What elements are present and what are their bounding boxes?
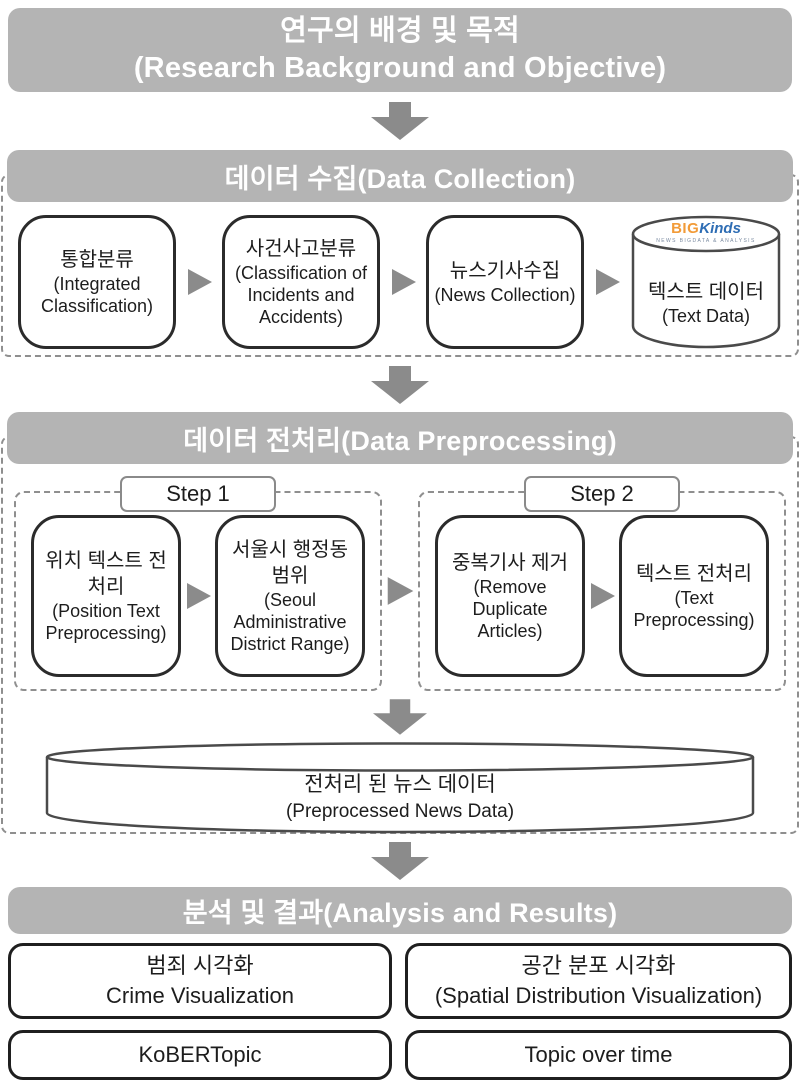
right-arrow-icon bbox=[391, 269, 416, 295]
node-korean-label: 통합분류 bbox=[60, 248, 134, 271]
node-english-label: (Text Preprocessing) bbox=[633, 587, 755, 630]
cylinder-shape bbox=[631, 215, 781, 349]
node-english-label: (Classification of Incidents and Acciden… bbox=[234, 262, 368, 328]
result-box-crime-visualization: 범죄 시각화 Crime Visualization bbox=[8, 943, 392, 1019]
db-english-label: (Preprocessed News Data) bbox=[285, 800, 515, 822]
node-integrated-classification: 통합분류 (Integrated Classification) bbox=[18, 215, 176, 349]
node-incident-classification: 사건사고분류 (Classification of Incidents and … bbox=[222, 215, 380, 349]
node-english-label: (Integrated Classification) bbox=[40, 273, 154, 316]
data-preprocessing-section: 데이터 전처리(Data Preprocessing) Step 1 위치 텍스… bbox=[0, 412, 800, 835]
text-data-database-cylinder: BIGKinds NEWS BIGDATA & ANALYSIS 텍스트 데이터… bbox=[630, 214, 782, 350]
db-korean-label: 텍스트 데이터 bbox=[648, 280, 764, 303]
node-english-label: (News Collection) bbox=[434, 284, 576, 305]
title-english: (Research Background and Objective) bbox=[133, 52, 667, 84]
data-preprocessing-banner: 데이터 전처리(Data Preprocessing) bbox=[7, 412, 793, 464]
down-arrow-icon bbox=[371, 366, 429, 404]
title-banner: 연구의 배경 및 목적 (Research Background and Obj… bbox=[8, 8, 792, 92]
down-arrow-icon bbox=[373, 699, 427, 735]
node-korean-label: 사건사고분류 bbox=[245, 237, 357, 260]
step2-group: Step 2 중복기사 제거 (Remove Duplicate Article… bbox=[418, 476, 786, 691]
node-korean-label: 텍스트 전처리 bbox=[636, 562, 752, 585]
db-english-label: (Text Data) bbox=[661, 305, 751, 326]
node-remove-duplicate-articles: 중복기사 제거 (Remove Duplicate Articles) bbox=[435, 515, 585, 677]
analysis-results-section: 분석 및 결과(Analysis and Results) 범죄 시각화 Cri… bbox=[0, 887, 800, 1080]
node-korean-label: 위치 텍스트 전처리 bbox=[45, 549, 167, 598]
node-korean-label: 뉴스기사수집 bbox=[449, 259, 561, 282]
flow-connector bbox=[0, 695, 800, 739]
title-korean: 연구의 배경 및 목적 bbox=[280, 14, 520, 47]
data-collection-row: 통합분류 (Integrated Classification) 사건사고분류 … bbox=[0, 211, 800, 353]
bigkinds-logo-big: BIG bbox=[671, 220, 700, 237]
node-korean-label: 서울시 행정동 범위 bbox=[232, 538, 348, 587]
step1-label: Step 1 bbox=[120, 476, 276, 512]
right-arrow-icon bbox=[187, 269, 212, 295]
right-arrow-icon bbox=[186, 583, 211, 609]
result-korean-label: 공간 분포 시각화 bbox=[521, 953, 676, 979]
analysis-results-grid: 범죄 시각화 Crime Visualization 공간 분포 시각화 (Sp… bbox=[8, 943, 792, 1080]
down-arrow-icon bbox=[371, 102, 429, 140]
bigkinds-logo-kinds: Kinds bbox=[699, 220, 741, 237]
node-english-label: (Seoul Administrative District Range) bbox=[230, 589, 350, 655]
bigkinds-logo: BIGKinds NEWS BIGDATA & ANALYSIS bbox=[630, 221, 782, 244]
result-korean-label: 범죄 시각화 bbox=[146, 953, 254, 979]
flow-connector bbox=[0, 358, 800, 412]
preprocessing-steps-row: Step 1 위치 텍스트 전처리 (Position Text Preproc… bbox=[0, 476, 800, 691]
node-korean-label: 중복기사 제거 bbox=[452, 551, 568, 574]
result-label: KoBERTopic bbox=[138, 1042, 262, 1067]
cylinder-shape bbox=[45, 742, 755, 834]
analysis-results-banner: 분석 및 결과(Analysis and Results) bbox=[8, 887, 792, 934]
result-label: Topic over time bbox=[524, 1042, 673, 1067]
db-korean-label: 전처리 된 뉴스 데이터 bbox=[304, 773, 496, 797]
flow-connector bbox=[0, 92, 800, 150]
result-english-label: Crime Visualization bbox=[106, 983, 294, 1008]
data-collection-section: 데이터 수집(Data Collection) 통합분류 (Integrated… bbox=[0, 150, 800, 358]
step1-group: Step 1 위치 텍스트 전처리 (Position Text Preproc… bbox=[14, 476, 382, 691]
result-box-topic-over-time: Topic over time bbox=[405, 1030, 792, 1080]
node-position-text-preprocessing: 위치 텍스트 전처리 (Position Text Preprocessing) bbox=[31, 515, 181, 677]
node-english-label: (Remove Duplicate Articles) bbox=[472, 576, 548, 642]
node-seoul-administrative-district-range: 서울시 행정동 범위 (Seoul Administrative Distric… bbox=[215, 515, 365, 677]
node-news-collection: 뉴스기사수집 (News Collection) bbox=[426, 215, 584, 349]
flow-connector bbox=[0, 835, 800, 887]
result-box-kobertopic: KoBERTopic bbox=[8, 1030, 392, 1080]
bigkinds-logo-tagline: NEWS BIGDATA & ANALYSIS bbox=[656, 238, 756, 244]
node-text-preprocessing: 텍스트 전처리 (Text Preprocessing) bbox=[619, 515, 769, 677]
node-english-label: (Position Text Preprocessing) bbox=[45, 600, 167, 643]
right-arrow-icon bbox=[590, 583, 615, 609]
right-arrow-icon bbox=[387, 577, 414, 605]
step2-label: Step 2 bbox=[524, 476, 680, 512]
right-arrow-icon bbox=[595, 269, 620, 295]
preprocessed-news-data-cylinder: 전처리 된 뉴스 데이터 (Preprocessed News Data) bbox=[44, 741, 756, 835]
result-box-spatial-distribution-visualization: 공간 분포 시각화 (Spatial Distribution Visualiz… bbox=[405, 943, 792, 1019]
result-english-label: (Spatial Distribution Visualization) bbox=[434, 983, 763, 1008]
down-arrow-icon bbox=[371, 842, 429, 880]
data-collection-banner: 데이터 수집(Data Collection) bbox=[7, 150, 793, 202]
